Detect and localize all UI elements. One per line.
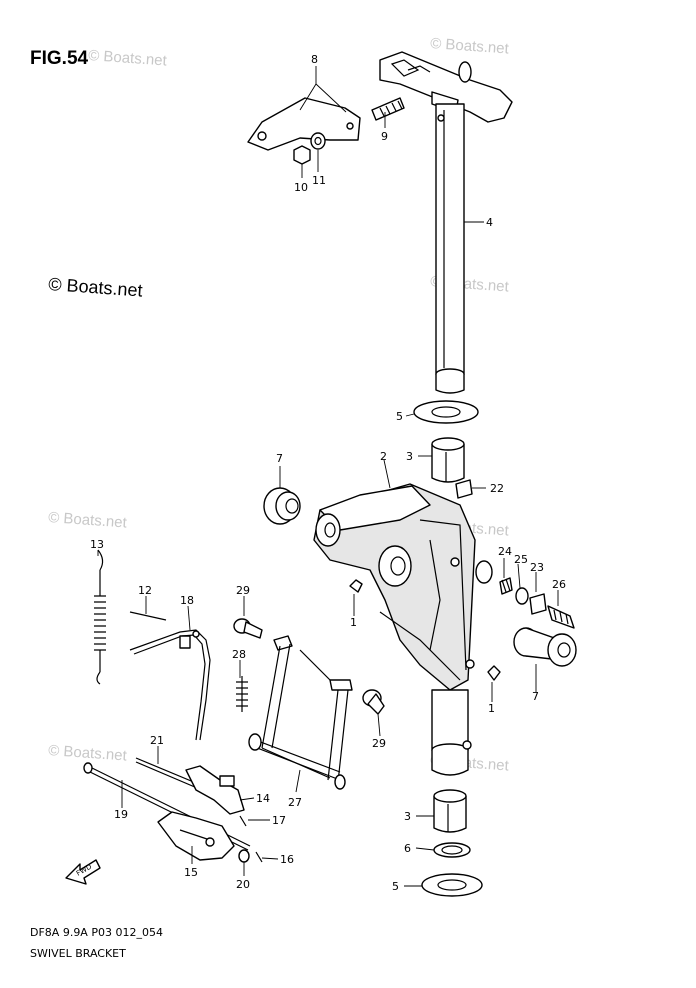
callout-17: 17 <box>272 814 286 827</box>
bolt-29-lower <box>362 689 385 715</box>
leader-lines <box>97 66 559 887</box>
shaft-lower <box>431 689 472 776</box>
callout-6: 6 <box>404 842 411 855</box>
callout-24: 24 <box>498 545 512 558</box>
callout-18: 18 <box>180 594 194 607</box>
callout-9: 9 <box>381 130 388 143</box>
callout-5: 5 <box>396 410 403 423</box>
callout-5: 5 <box>392 880 399 893</box>
callout-13: 13 <box>90 538 104 551</box>
callout-21: 21 <box>150 734 164 747</box>
tilt-lever-27 <box>248 635 353 790</box>
model-code: DF8A 9.9A P03 012_054 <box>30 926 163 939</box>
figure-caption: SWIVEL BRACKET <box>30 947 126 960</box>
callout-28: 28 <box>232 648 246 661</box>
callout-labels: 8 9 10 11 4 5 3 2 7 22 24 25 23 26 1 7 1… <box>90 53 566 893</box>
washer-6 <box>433 842 471 858</box>
callout-3: 3 <box>406 450 413 463</box>
callout-22: 22 <box>490 482 504 495</box>
callout-7: 7 <box>532 690 539 703</box>
grease-nipple-1-lower <box>487 665 501 681</box>
plate-8 <box>247 97 361 151</box>
callout-7: 7 <box>276 452 283 465</box>
callout-15: 15 <box>184 866 198 879</box>
callout-16: 16 <box>280 853 294 866</box>
watermark: © Boats.net <box>48 509 128 531</box>
callout-19: 19 <box>114 808 128 821</box>
callout-1: 1 <box>488 702 495 715</box>
nut-10 <box>293 145 311 165</box>
bolt-29-upper <box>233 618 263 639</box>
steering-head <box>379 51 513 123</box>
steering-shaft-4 <box>435 103 465 394</box>
callout-29: 29 <box>372 737 386 750</box>
watermark: © Boats.net <box>88 47 168 69</box>
callout-25: 25 <box>514 553 528 566</box>
callout-12: 12 <box>138 584 152 597</box>
pin-assembly-right <box>475 560 575 629</box>
bolt-9 <box>371 97 405 121</box>
spring-28 <box>236 676 248 712</box>
callout-8: 8 <box>311 53 318 66</box>
copyright-text: © Boats.net <box>48 274 143 301</box>
callout-4: 4 <box>486 216 493 229</box>
watermark: © Boats.net <box>430 35 510 57</box>
callout-11: 11 <box>312 174 326 187</box>
callout-1: 1 <box>350 616 357 629</box>
spring-13 <box>94 549 106 685</box>
grease-nipple-1-upper <box>349 579 363 593</box>
callout-23: 23 <box>530 561 544 574</box>
callout-20: 20 <box>236 878 250 891</box>
washer-11 <box>310 132 326 150</box>
washer-5-lower <box>421 873 483 897</box>
pin-12 <box>129 611 167 621</box>
collar-7-left <box>263 487 301 525</box>
pin-16 <box>255 851 263 863</box>
washer-20 <box>238 849 250 863</box>
collar-7-right <box>513 627 577 667</box>
swivel-bracket-2 <box>313 483 476 691</box>
callout-27: 27 <box>288 796 302 809</box>
callout-2: 2 <box>380 450 387 463</box>
bushing-3-top <box>431 437 465 483</box>
bracket-14 <box>185 765 245 815</box>
plate-15 <box>157 811 235 861</box>
watermark: © Boats.net <box>48 742 128 764</box>
pad-22 <box>455 479 473 499</box>
callout-14: 14 <box>256 792 270 805</box>
callout-29: 29 <box>236 584 250 597</box>
figure-title: FIG.54 <box>30 48 89 69</box>
lever-18 <box>129 629 211 741</box>
pin-17 <box>239 815 247 827</box>
fwd-arrow-icon: FWD <box>65 859 101 885</box>
bushing-3-lower <box>433 789 467 833</box>
callout-26: 26 <box>552 578 566 591</box>
washer-5-top <box>413 400 479 424</box>
callout-10: 10 <box>294 181 308 194</box>
callout-3: 3 <box>404 810 411 823</box>
